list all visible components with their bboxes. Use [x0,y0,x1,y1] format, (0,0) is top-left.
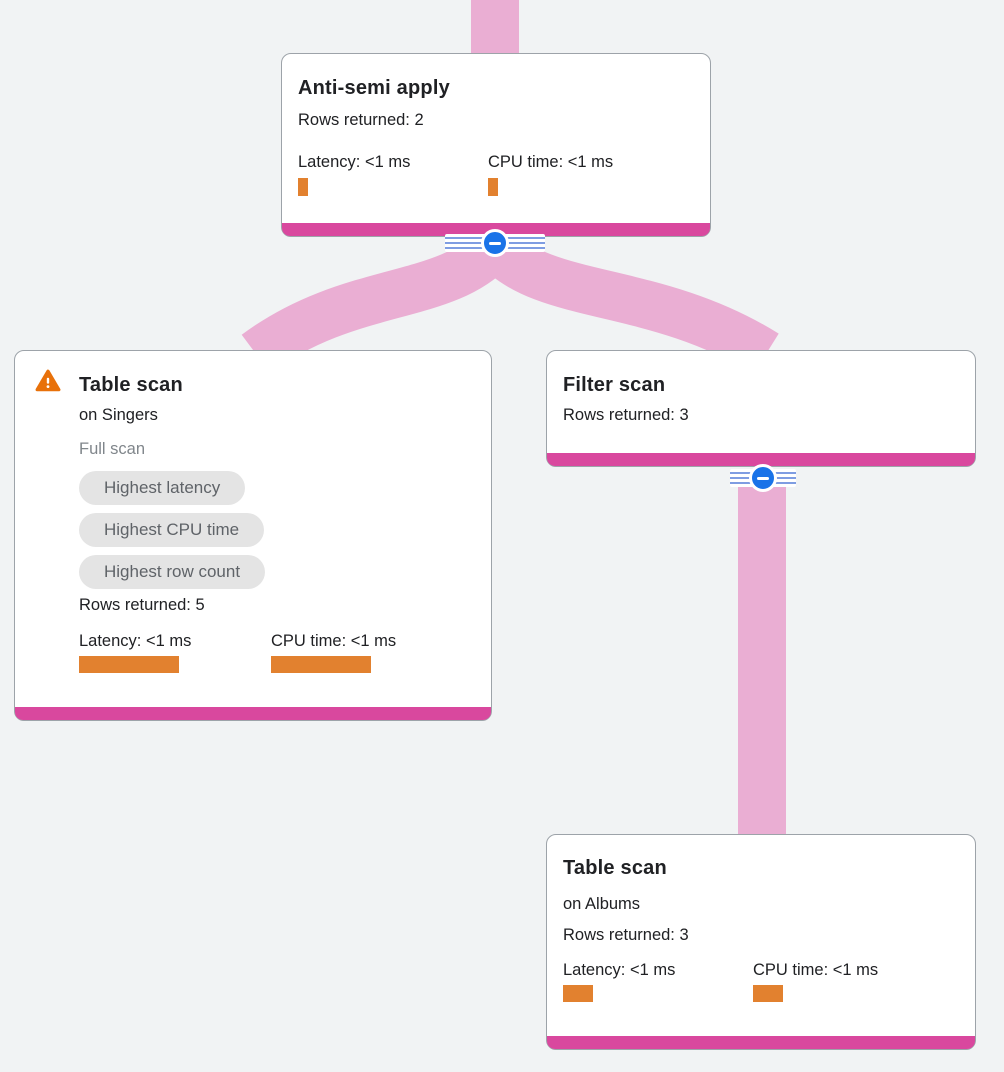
collapse-minus-icon [749,464,777,492]
latency-label: Latency: <1 ms [79,632,192,650]
warning-icon [35,369,61,393]
node-accent-bar [547,453,975,466]
cpu-time-bar [753,985,783,1002]
node-title: Filter scan [563,374,666,396]
cpu-metric: CPU time: <1 ms [488,151,694,196]
edge-anti-semi-to-table-scan-singers [241,229,514,374]
node-anti-semi-apply[interactable]: Anti-semi apply Rows returned: 2 Latency… [281,53,711,237]
node-subtitle: on Singers [79,406,158,424]
edge-anti-semi-to-filter-scan [476,229,779,375]
latency-label: Latency: <1 ms [563,961,676,979]
cpu-metric: CPU time: <1 ms [271,630,475,673]
latency-bar [563,985,593,1002]
rows-returned: Rows returned: 2 [298,111,424,129]
latency-bar [79,656,179,673]
node-accent-bar [547,1036,975,1049]
scan-type-label: Full scan [79,440,146,458]
node-table-scan-albums[interactable]: Table scan on Albums Rows returned: 3 La… [546,834,976,1050]
node-title: Table scan [79,374,183,396]
node-table-scan-singers[interactable]: Table scan on Singers Full scan Highest … [14,350,492,721]
cpu-metric: CPU time: <1 ms [753,958,959,1002]
cpu-time-bar [271,656,371,673]
rows-returned: Rows returned: 3 [563,926,689,944]
collapse-minus-icon [481,229,509,257]
cpu-time-label: CPU time: <1 ms [271,632,397,650]
latency-label: Latency: <1 ms [298,153,411,171]
collapse-button-filter-scan[interactable] [730,464,796,492]
cpu-time-label: CPU time: <1 ms [488,153,614,171]
latency-bar [298,178,308,196]
cpu-time-label: CPU time: <1 ms [753,961,879,979]
latency-metric: Latency: <1 ms [563,958,753,1002]
cpu-time-bar [488,178,498,196]
node-subtitle: on Albums [563,895,641,913]
node-title: Table scan [563,857,667,879]
chip-highest-row-count: Highest row count [79,555,266,589]
chip-highest-latency: Highest latency [79,471,246,505]
latency-metric: Latency: <1 ms [298,151,488,196]
latency-metric: Latency: <1 ms [79,630,271,673]
node-title: Anti-semi apply [298,77,450,99]
chip-highest-cpu-time: Highest CPU time [79,513,265,547]
highlight-chips: Highest latency Highest CPU time Highest… [79,471,475,589]
node-filter-scan[interactable]: Filter scan Rows returned: 3 [546,350,976,467]
rows-returned: Rows returned: 3 [563,406,689,424]
node-accent-bar [15,707,491,720]
rows-returned: Rows returned: 5 [79,596,205,614]
collapse-button-anti-semi[interactable] [445,229,545,257]
